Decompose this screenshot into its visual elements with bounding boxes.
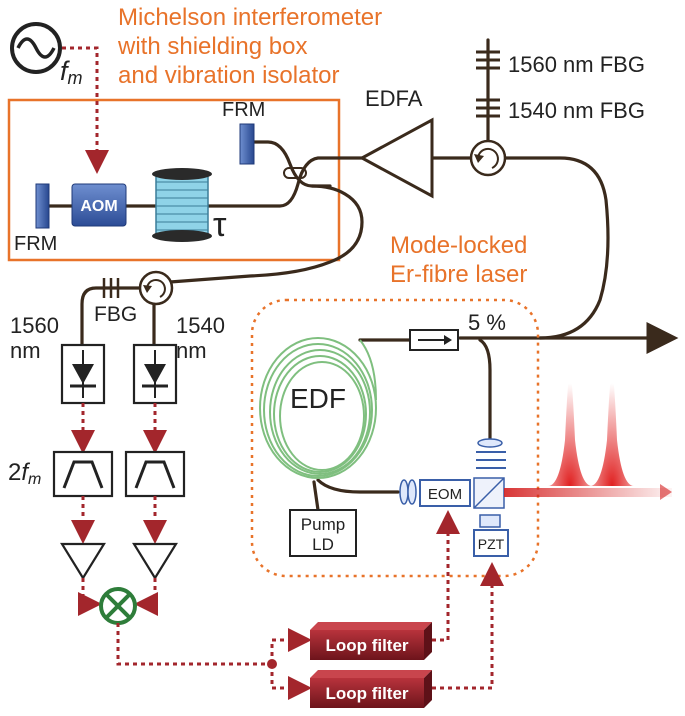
laser-enclosure [250, 298, 540, 578]
fbg-1540-label: 1540 nm FBG [508, 98, 645, 123]
pump-ld-box [289, 509, 357, 557]
sine-wave-icon [16, 37, 56, 59]
fm-label: fm [60, 56, 83, 88]
wavelength-1540-line1: 1540 [176, 313, 225, 338]
frm-top-mirror [239, 123, 255, 165]
mixer-icon [99, 587, 137, 625]
optical-pulse-2 [590, 372, 634, 486]
circulator-arrow-icon [476, 147, 499, 169]
rf-line-fm-to-aom [62, 46, 109, 174]
edfa-label: EDFA [365, 86, 423, 111]
free-space-optics [399, 438, 506, 528]
loop-filter-1-label: Loop filter [325, 636, 408, 655]
fibre-spool [152, 168, 212, 242]
eom-box [419, 479, 471, 507]
michelson-title-line1: Michelson interferometer [118, 4, 382, 31]
two-fm-label: 2fm [8, 459, 41, 488]
tau-label: τ [213, 206, 227, 244]
rf-loop-filter-to-eom [432, 510, 460, 642]
edf-coil [259, 337, 377, 479]
shielding-box [7, 98, 341, 262]
output-beam [504, 488, 672, 497]
wavelength-1560-line2: nm [10, 338, 41, 363]
frm-top-label: FRM [222, 99, 265, 121]
pzt-label: PZT [478, 536, 505, 552]
bandpass-filter-2 [124, 450, 186, 498]
eom-label: EOM [428, 486, 462, 503]
photodiode-1560 [60, 343, 106, 405]
fbg-1560-label: 1560 nm FBG [508, 52, 645, 77]
michelson-title-line3: and vibration isolator [118, 62, 339, 89]
optical-pulse-1 [548, 372, 592, 486]
wavelength-1540-line2: nm [176, 338, 207, 363]
rf-mixer-to-split [116, 623, 272, 666]
fiber-coupler-michelson [283, 167, 307, 179]
circulator-top [469, 139, 507, 177]
mode-locked-title-line1: Mode-locked [390, 232, 527, 259]
aom-label: AOM [80, 198, 117, 215]
isolator [409, 329, 459, 351]
rf-amplifier-1 [60, 542, 106, 581]
loop-filter-2-label: Loop filter [325, 684, 408, 703]
loop-filter-2 [310, 670, 432, 708]
rf-amp1-to-mixer [77, 578, 102, 616]
frm-left-mirror [35, 183, 50, 229]
pump-ld-label-line2: LD [312, 535, 334, 554]
circulator-lower [138, 270, 174, 306]
pzt-box [473, 529, 509, 557]
bandpass-filter-1 [52, 450, 114, 498]
loop-filter-1 [310, 622, 432, 660]
michelson-title-line2: with shielding box [117, 33, 307, 60]
edf-label: EDF [290, 383, 346, 414]
photodiode-1540 [132, 343, 178, 405]
fbg-gratings-top [476, 50, 500, 118]
rf-amplifier-2 [132, 542, 178, 581]
rf-amp2-to-mixer [134, 578, 159, 616]
pump-ld-label-line1: Pump [301, 515, 345, 534]
wavelength-1560-line1: 1560 [10, 313, 59, 338]
mode-locked-title-line2: Er-fibre laser [390, 261, 527, 288]
fiber-network [44, 38, 679, 512]
aom-box [71, 183, 127, 227]
signal-generator [10, 22, 62, 74]
fbg-small-label: FBG [94, 303, 137, 326]
frm-left-label: FRM [14, 233, 57, 255]
output-coupler-ratio: 5 % [468, 310, 506, 335]
edfa-amplifier [358, 117, 434, 199]
fbg-small-gratings [102, 278, 120, 298]
rf-loop-filter-to-pzt [432, 562, 504, 690]
rf-to-loop-filter-2 [270, 664, 312, 700]
rf-to-loop-filter-1 [270, 628, 312, 664]
